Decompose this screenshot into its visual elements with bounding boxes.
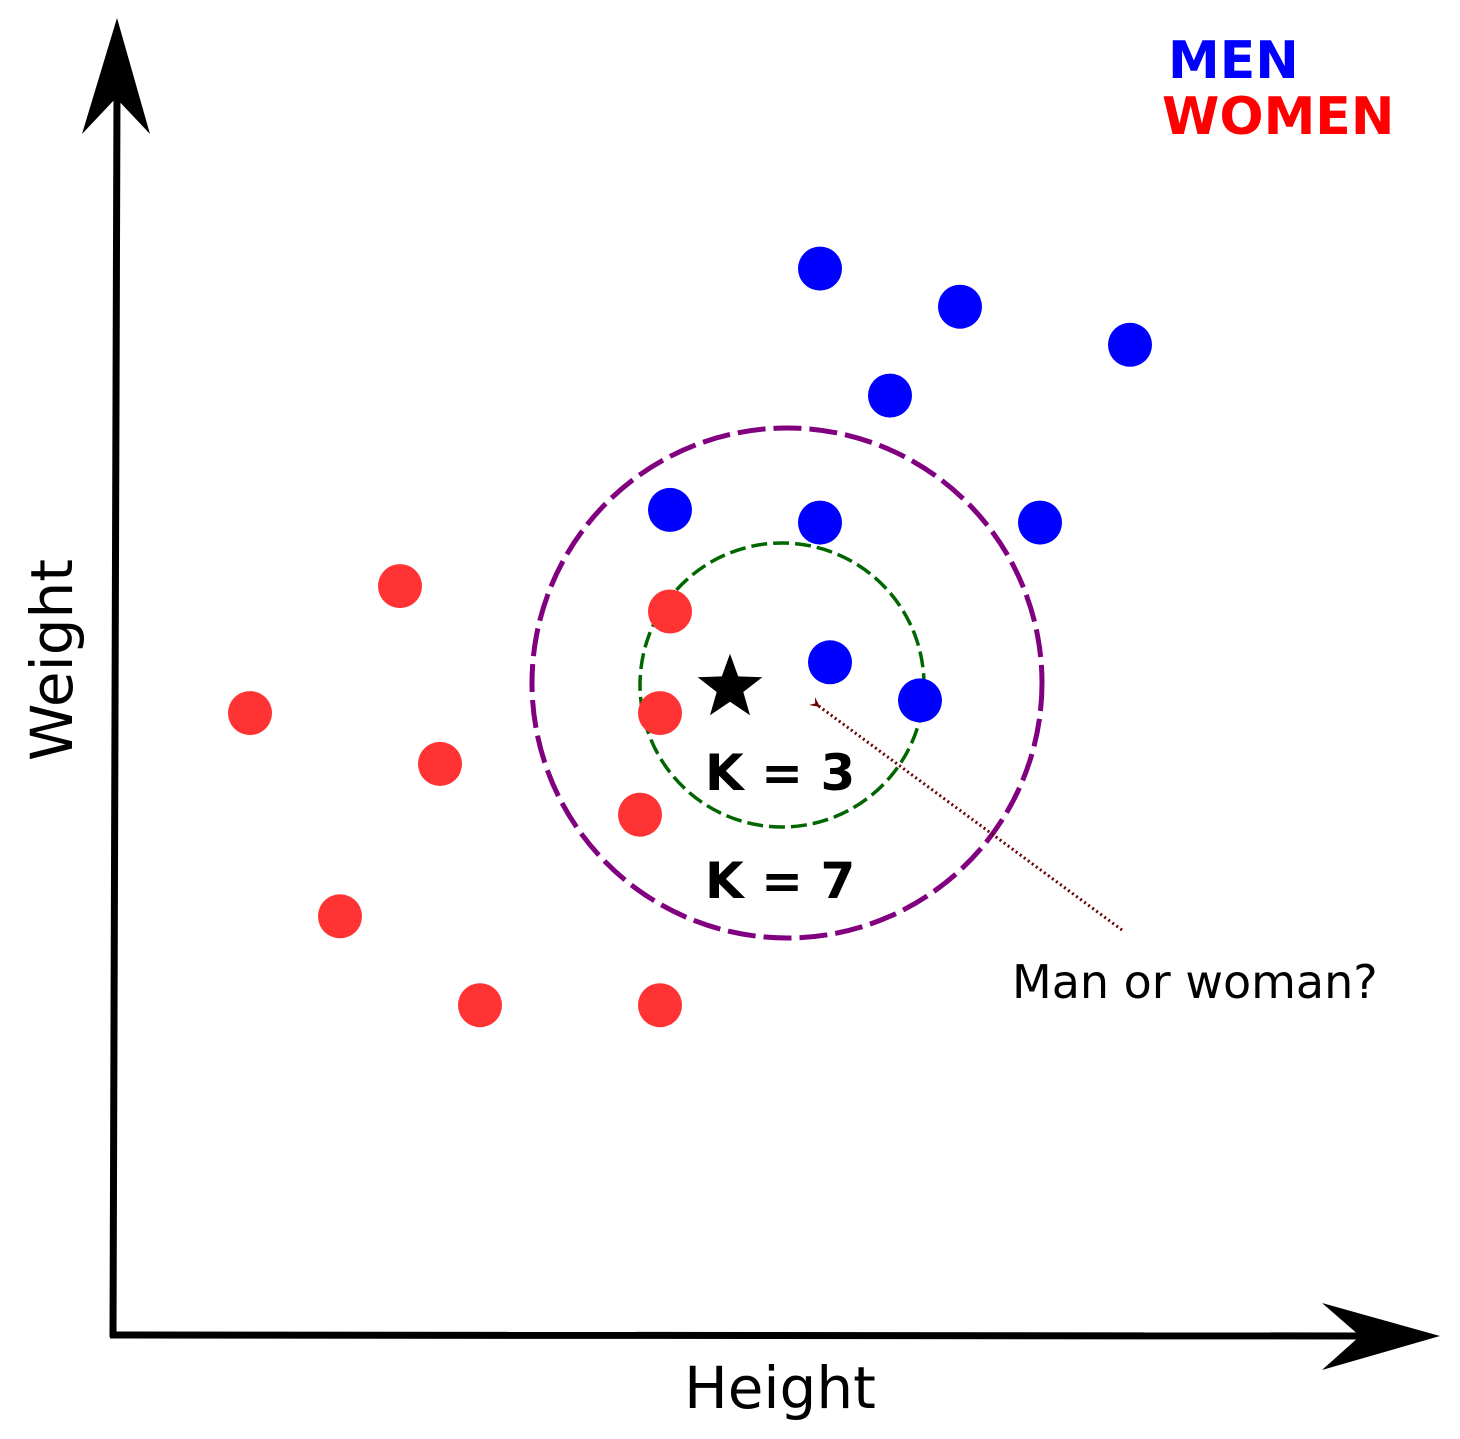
legend-entry-men: MEN bbox=[1168, 31, 1299, 91]
point-women-1 bbox=[378, 564, 422, 609]
point-men-3 bbox=[868, 373, 912, 418]
query-question-label: Man or woman? bbox=[1012, 955, 1378, 1009]
data-points bbox=[228, 246, 1152, 1028]
k7-label: K = 7 bbox=[705, 852, 855, 910]
point-women-8 bbox=[458, 983, 502, 1028]
point-women-4 bbox=[638, 691, 682, 736]
point-men-6 bbox=[798, 500, 842, 545]
point-men-5 bbox=[648, 487, 692, 532]
x-axis-line bbox=[109, 1331, 1371, 1340]
point-men-9 bbox=[898, 678, 942, 723]
point-women-3 bbox=[228, 691, 272, 736]
axes bbox=[82, 18, 1440, 1370]
query-arrow bbox=[809, 697, 1123, 932]
legend: MEN WOMEN bbox=[1162, 31, 1394, 147]
point-women-9 bbox=[638, 983, 682, 1028]
point-women-5 bbox=[418, 741, 462, 786]
point-men-7 bbox=[1018, 500, 1062, 545]
legend-entry-women: WOMEN bbox=[1162, 87, 1394, 147]
point-men-1 bbox=[798, 246, 842, 291]
point-men-8 bbox=[808, 640, 852, 685]
point-women-2 bbox=[648, 589, 692, 634]
point-women-7 bbox=[318, 894, 362, 939]
k3-label: K = 3 bbox=[705, 744, 855, 802]
k7-neighborhood-circle bbox=[529, 425, 1045, 941]
point-women-6 bbox=[618, 792, 662, 837]
y-axis-line bbox=[109, 89, 121, 1338]
point-men-2 bbox=[938, 284, 982, 329]
y-axis-arrowhead bbox=[82, 18, 150, 134]
x-axis-arrowhead bbox=[1322, 1303, 1440, 1370]
y-axis-label: Weight bbox=[18, 559, 86, 761]
query-point-star-icon bbox=[697, 653, 763, 716]
x-axis-label: Height bbox=[684, 1354, 876, 1422]
point-men-4 bbox=[1108, 322, 1152, 367]
